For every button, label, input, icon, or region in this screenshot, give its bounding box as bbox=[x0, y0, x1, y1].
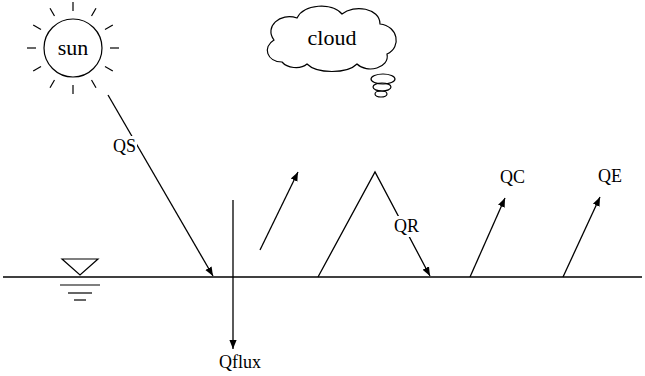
evaporation-label: QE bbox=[597, 166, 623, 187]
cloud-shape: cloud bbox=[262, 2, 402, 74]
sun-rays bbox=[27, 2, 119, 94]
shortwave-label: QS bbox=[112, 136, 137, 157]
cloud-swirl bbox=[371, 74, 395, 97]
node-text: sun bbox=[58, 35, 89, 61]
water-surface bbox=[3, 276, 642, 277]
longwave-label: QR bbox=[393, 216, 420, 237]
sun-circle: sun bbox=[43, 18, 103, 78]
conduction-label: QC bbox=[499, 167, 526, 188]
flux-arrows bbox=[108, 95, 600, 349]
node-text: cloud bbox=[308, 25, 357, 51]
net-flux-label: Qflux bbox=[218, 352, 262, 373]
water-level-symbol bbox=[60, 259, 100, 300]
